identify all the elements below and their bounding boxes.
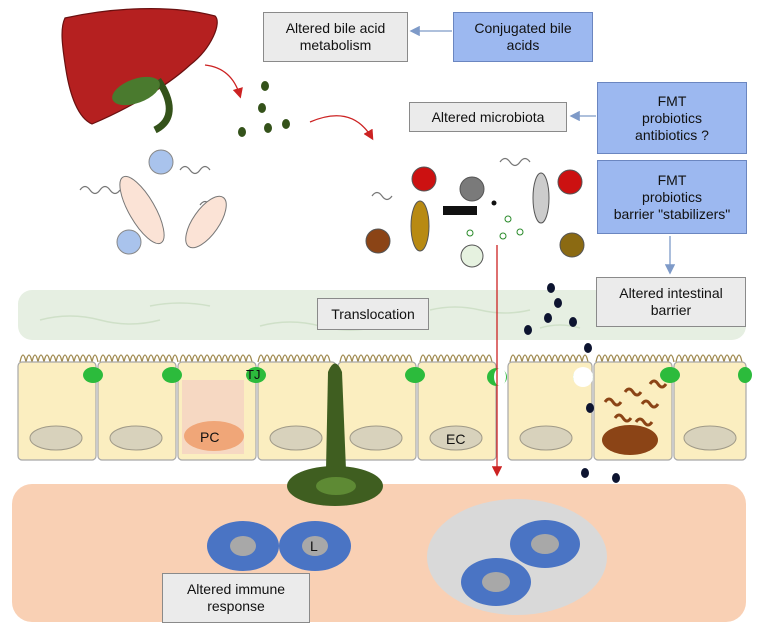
arrow-to-microbiota [309, 115, 374, 141]
fmt-antibiotics-box: FMT probiotics antibiotics ? [597, 82, 747, 154]
invaded-cell-nucleus [602, 425, 658, 455]
disrupted-junction-open [573, 367, 593, 387]
translocation-box: Translocation [317, 298, 429, 330]
probiotics-line: probiotics [642, 109, 702, 126]
bile-acid-dots [238, 81, 290, 137]
lymphocyte-label: L [310, 538, 318, 554]
liver [61, 8, 218, 125]
fmt-line: FMT [657, 92, 687, 109]
enterocyte-label: EC [446, 431, 466, 447]
altered-microbiota-box: Altered microbiota [409, 102, 567, 132]
translocating-dots [524, 283, 620, 483]
stabilizers-line: barrier "stabilizers" [613, 205, 731, 222]
altered-bile-acid-box: Altered bile acid metabolism [263, 12, 408, 62]
healthy-microbiota [79, 149, 227, 255]
translocating-bacterium [326, 363, 346, 470]
altered-immune-response-box: Altered immune response [162, 573, 310, 623]
nuclei [29, 425, 737, 451]
disrupted-junction [494, 368, 506, 386]
fmt-line: FMT [657, 171, 687, 188]
lamina-propria [12, 484, 746, 622]
probiotics-line: probiotics [642, 188, 702, 205]
altered-intestinal-barrier-box: Altered intestinal barrier [596, 277, 746, 327]
paneth-cell-nucleus [184, 421, 244, 451]
microvilli [19, 354, 743, 363]
fmt-stabilizers-box: FMT probiotics barrier "stabilizers" [597, 160, 747, 234]
lymphocytes [207, 520, 580, 606]
tight-junction-label: TJ [246, 367, 261, 382]
gallbladder [112, 76, 160, 106]
altered-microbiota [365, 157, 585, 268]
bile-duct [153, 77, 173, 134]
arrow-liver-to-gut [204, 64, 243, 99]
conjugated-bile-acids-box: Conjugated bile acids [453, 12, 593, 62]
invading-bacteria [603, 379, 668, 427]
paneth-cell-label: PC [200, 429, 220, 445]
antibiotics-line: antibiotics ? [635, 126, 709, 143]
